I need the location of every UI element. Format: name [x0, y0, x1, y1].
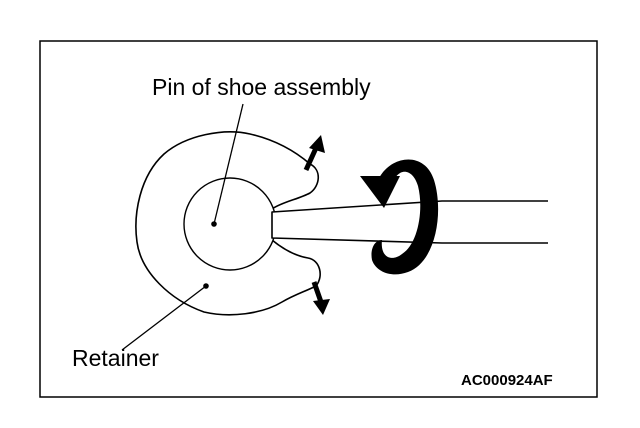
tool-shaft [271, 200, 548, 244]
pin-leader-line [213, 103, 244, 225]
spread-arrow-down [311, 281, 330, 315]
figure-code: AC000924AF [461, 372, 553, 389]
pin-label: Pin of shoe assembly [152, 74, 371, 100]
pin-circle [183, 177, 277, 271]
figure-frame [39, 40, 598, 398]
spread-arrow-up [303, 135, 325, 172]
retainer-label: Retainer [72, 345, 159, 371]
retainer-leader-dot [203, 283, 209, 289]
rotation-arrow [360, 159, 439, 275]
retainer-leader-line [121, 285, 207, 351]
